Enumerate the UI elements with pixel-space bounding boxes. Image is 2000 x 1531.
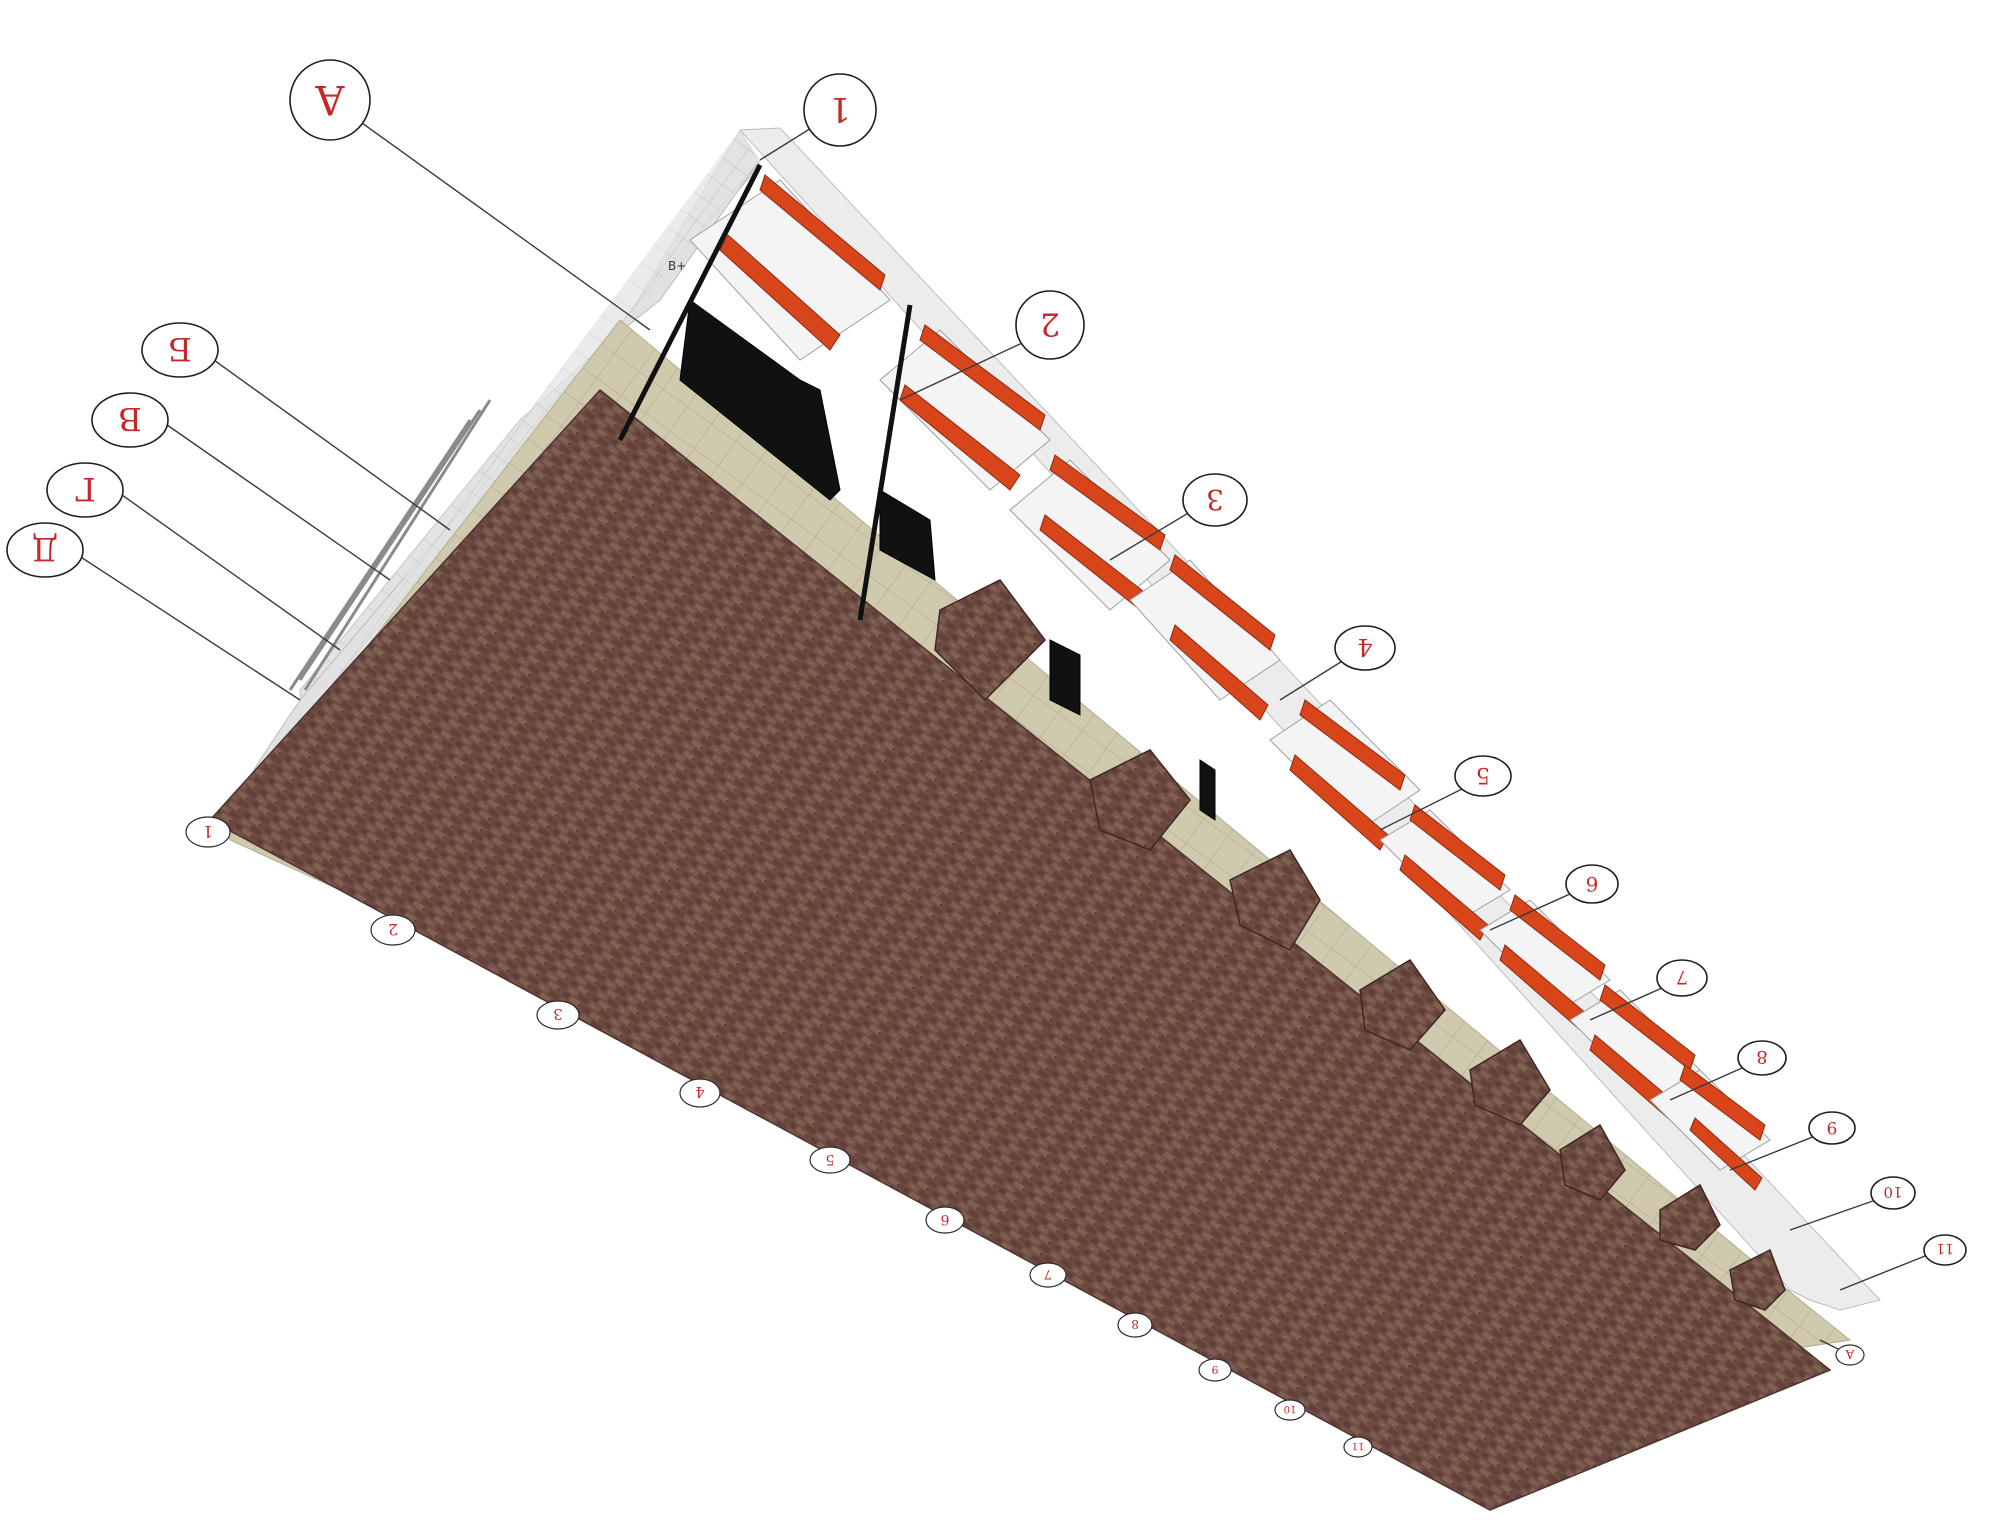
columns: [617, 163, 913, 621]
axis-bubble-top-1: 1: [803, 73, 877, 147]
axis-bubble-bottom-9-label: 9: [1212, 1363, 1219, 1376]
axis-bubble-top-1-label: 1: [829, 89, 851, 129]
axis-bubble-bottom-7: 7: [1029, 1262, 1067, 1288]
axis-bubble-v-label: В: [118, 400, 142, 438]
axis-bubble-top-7-label: 7: [1676, 966, 1688, 988]
axis-bubble-bottom-11-label: 11: [1352, 1440, 1365, 1451]
axis-bubble-bottom-10-label: 10: [1284, 1403, 1297, 1414]
seat-block: [689, 174, 891, 361]
railing: [288, 399, 492, 691]
brick-wall: [208, 388, 1832, 1511]
pits: [934, 579, 1786, 1311]
seat-block: [879, 324, 1051, 491]
axis-bubble-top-8: 8: [1737, 1040, 1787, 1076]
axis-bubble-top-10: 10: [1870, 1176, 1916, 1210]
axis-bubble-g-label: Г: [74, 470, 95, 508]
axis-bubble-bottom-6-label: 6: [940, 1211, 949, 1227]
axis-bubble-bottom-8-label: 8: [1131, 1317, 1139, 1331]
seating-rows: [689, 174, 1771, 1191]
axis-bubble-bottom-3-label: 3: [553, 1005, 563, 1023]
axis-bubble-d-label: Д: [32, 530, 58, 568]
axis-bubble-bottom-1-label: 1: [203, 822, 213, 841]
axis-bubble-corner-label: А: [1845, 1347, 1854, 1361]
seat-block: [1479, 894, 1611, 1031]
seat-block: [1009, 454, 1171, 611]
seat-block: [1269, 699, 1421, 851]
axis-bubble-b-label: Б: [168, 330, 192, 368]
axis-bubble-top-6-label: 6: [1586, 872, 1599, 896]
axis-bubble-d: Д: [6, 522, 84, 578]
axis-bubble-top-5-label: 5: [1476, 762, 1490, 787]
axis-bubble-top-8-label: 8: [1756, 1046, 1767, 1067]
axis-bubble-top-4-label: 4: [1357, 633, 1372, 661]
axis-bubble-bottom-2-label: 2: [388, 920, 398, 939]
seat-block: [1379, 804, 1511, 941]
axis-bubble-bottom-6: 6: [925, 1206, 965, 1234]
axis-bubble-top-11-label: 11: [1936, 1240, 1954, 1256]
axis-bubble-bottom-3: 3: [536, 1000, 580, 1030]
axis-bubble-top-5: 5: [1454, 755, 1512, 797]
axis-bubble-b: Б: [141, 322, 219, 378]
axis-bubble-top-2: 2: [1015, 290, 1085, 360]
axis-bubble-a: А: [289, 59, 371, 141]
axis-bubble-v: В: [91, 392, 169, 448]
axis-bubbles-bottom: 1 2 3 4 5 6 7 8: [185, 816, 1373, 1458]
seat-block: [1129, 554, 1281, 721]
axis-bubble-top-9-label: 9: [1827, 1117, 1838, 1137]
axis-bubble-bottom-4: 4: [679, 1078, 721, 1108]
axis-bubble-corner: А: [1835, 1344, 1865, 1366]
wall-note: В+: [668, 259, 686, 273]
axis-bubble-bottom-4-label: 4: [695, 1083, 705, 1101]
axis-bubble-top-6: 6: [1565, 864, 1619, 904]
axis-bubble-top-4: 4: [1334, 625, 1396, 671]
axis-bubble-top-10-label: 10: [1883, 1183, 1902, 1201]
axis-bubble-top-2-label: 2: [1040, 305, 1060, 343]
axis-bubble-bottom-11: 11: [1343, 1436, 1373, 1458]
axis-bubble-top-3-label: 3: [1206, 483, 1224, 516]
axis-bubble-a-label: А: [315, 76, 345, 122]
axis-bubble-g: Г: [46, 462, 124, 518]
axis-bubble-bottom-5: 5: [809, 1146, 851, 1174]
axis-bubble-bottom-10: 10: [1274, 1399, 1306, 1421]
axis-bubble-top-11: 11: [1923, 1234, 1967, 1266]
seat-block: [1569, 984, 1701, 1121]
doors: [679, 299, 1216, 821]
axis-bubble-top-9: 9: [1808, 1111, 1856, 1145]
axis-bubble-bottom-7-label: 7: [1044, 1266, 1052, 1281]
axis-bubble-bottom-1: 1: [185, 816, 231, 848]
axis-bubble-bottom-2: 2: [370, 914, 416, 946]
axis-bubble-bottom-9: 9: [1198, 1358, 1232, 1382]
axis-bubble-top-3: 3: [1182, 473, 1248, 527]
axis-bubble-bottom-8: 8: [1117, 1312, 1153, 1338]
axis-bubble-bottom-5-label: 5: [826, 1151, 835, 1167]
axis-bubble-top-7: 7: [1656, 959, 1708, 997]
